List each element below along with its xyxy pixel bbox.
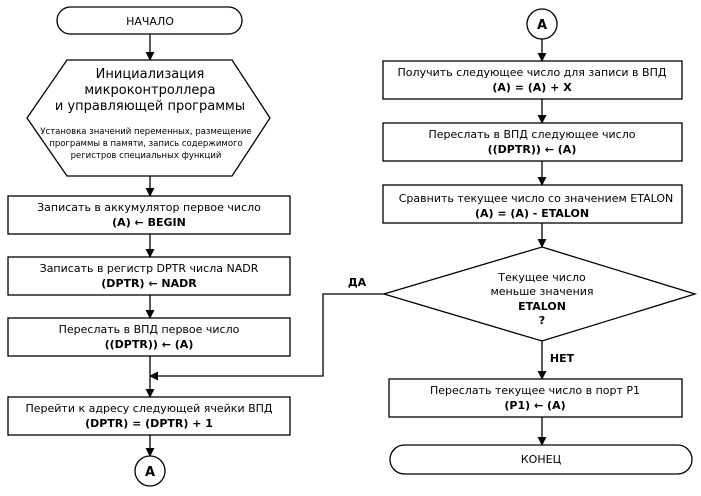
end-terminator: [389, 444, 693, 475]
decision-line1: Текущее число: [497, 271, 586, 284]
init-note-line1: Установка значений переменных, размещени…: [40, 127, 251, 137]
rbox4-text: Переслать текущее число в порт P1: [430, 384, 640, 397]
box4-text: Перейти к адресу следующей ячейки ВПД: [25, 402, 272, 415]
process-load-dptr: [7, 256, 291, 296]
connector-a-in-label: A: [537, 18, 547, 33]
yes-label: ДА: [348, 276, 367, 289]
end-label: КОНЕЦ: [521, 453, 562, 466]
process-store-next: [382, 122, 683, 162]
box4-formula: (DPTR) = (DPTR) + 1: [85, 417, 213, 430]
process-next-number: [382, 60, 683, 100]
init-note-line3: регистров специальных функций: [71, 151, 222, 161]
init-note-line2: программы в памяти, запись содержимого: [49, 139, 242, 149]
rbox4-formula: (P1) ← (A): [504, 399, 565, 412]
connector-a-out: [134, 455, 166, 487]
flow-yes-loop: [149, 293, 384, 381]
process-compare-etalon: [382, 184, 683, 224]
init-title-line1: Инициализация: [96, 67, 205, 82]
box3-text: Переслать в ВПД первое число: [59, 323, 240, 336]
box1-text: Записать в аккумулятор первое число: [37, 201, 261, 214]
box2-formula: (DPTR) ← NADR: [101, 277, 197, 290]
rbox1-text: Получить следующее число для записи в ВП…: [398, 66, 667, 79]
rbox1-formula: (A) = (A) + X: [492, 81, 572, 94]
process-output-port: [388, 378, 683, 418]
decision-line3: ETALON: [518, 300, 566, 313]
box1-formula: (A) ← BEGIN: [112, 216, 186, 229]
process-store-first: [7, 317, 291, 357]
decision-line4: ?: [539, 314, 545, 327]
connector-a-out-label: A: [145, 465, 155, 480]
rbox3-formula: (A) = (A) - ETALON: [475, 207, 589, 220]
init-title-line3: и управляющей программы: [55, 99, 245, 114]
rbox3-text: Сравнить текущее число со значением ETAL…: [399, 192, 673, 205]
process-next-address: [7, 396, 291, 436]
init-title-line2: микроконтроллера: [84, 83, 215, 98]
start-label: НАЧАЛО: [126, 15, 174, 28]
no-label: НЕТ: [550, 352, 575, 365]
box3-formula: ((DPTR)) ← (A): [105, 338, 194, 351]
process-load-accumulator: [7, 195, 291, 235]
rbox2-formula: ((DPTR)) ← (A): [488, 143, 577, 156]
rbox2-text: Переслать в ВПД следующее число: [429, 128, 636, 141]
box2-text: Записать в регистр DPTR числа NADR: [40, 262, 259, 275]
init-hexagon: [26, 59, 271, 177]
decision-line2: меньше значения: [490, 285, 593, 298]
